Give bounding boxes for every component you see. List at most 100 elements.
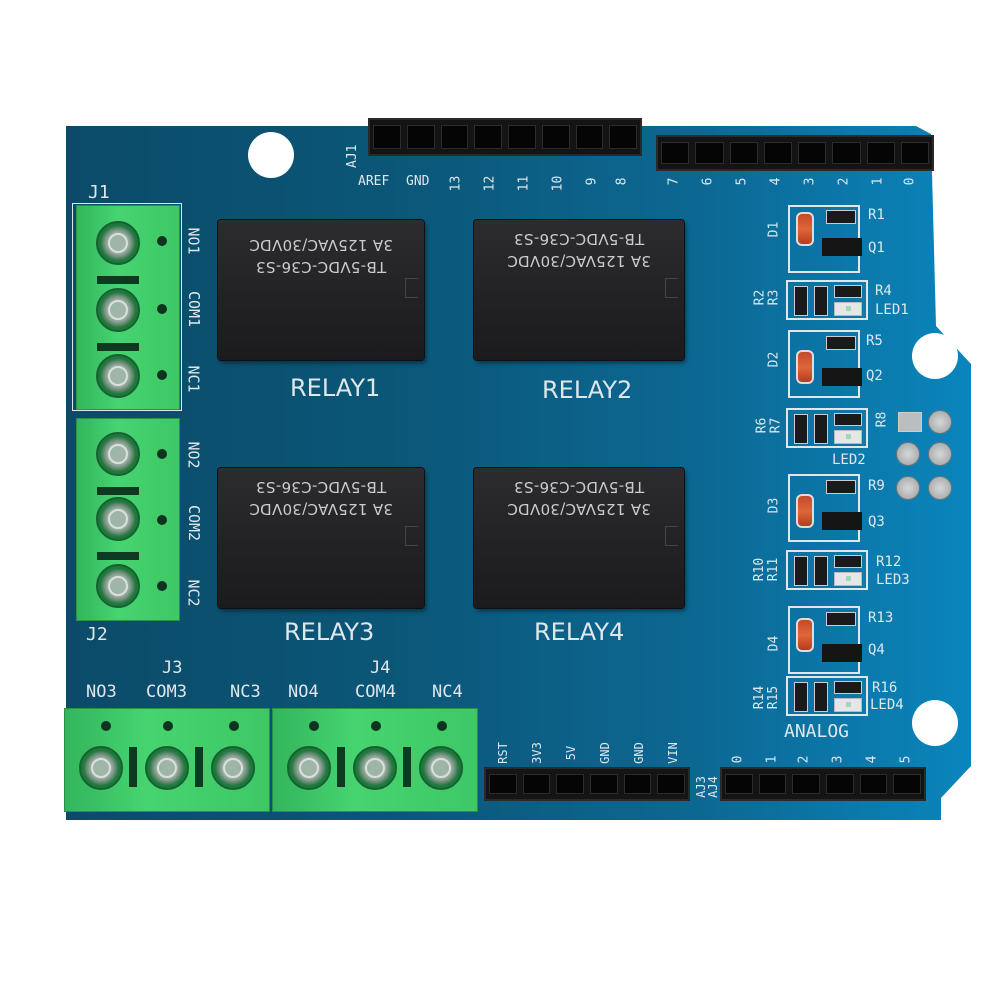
icsp-pin (928, 442, 952, 466)
resistor-label: R13 (868, 610, 894, 626)
terminal-pin-label: NO1 (184, 227, 203, 255)
diode-label: D3 (766, 497, 782, 514)
resistor-r9 (826, 480, 856, 494)
digital-pin-label: 6 (700, 177, 716, 186)
diode-d4 (796, 618, 814, 652)
analog-pin-label: 2 (796, 755, 812, 764)
power-pin-label: GND (631, 742, 646, 764)
resistor-r16 (834, 681, 862, 694)
resistor-label: R4 (875, 283, 892, 299)
power-pin-label: GND (597, 742, 612, 764)
resistor-label: R8 (874, 411, 890, 428)
terminal-label-j2: J2 (86, 624, 108, 645)
resistor-r6 (794, 414, 808, 444)
led-label: LED4 (870, 697, 904, 713)
mounting-hole-right-lower (912, 700, 958, 746)
analog-pin-label: 5 (898, 755, 914, 764)
mounting-hole-top-left (248, 132, 294, 178)
analog-pin-label: 3 (830, 755, 846, 764)
analog-pin-label: 0 (730, 755, 746, 764)
resistor-label: R15 (766, 685, 782, 710)
channel-3-res-outline (786, 550, 868, 590)
channel-2-res-outline (786, 408, 868, 448)
diode-label: D2 (766, 351, 782, 368)
relay-model: 3A 125VAC/30VDC (507, 500, 651, 518)
digital-pin-label: 1 (870, 177, 886, 186)
resistor-label: R10 (752, 557, 768, 582)
icsp-pin (896, 442, 920, 466)
digital-pin-label: AREF (358, 174, 390, 189)
diode-d1 (796, 212, 814, 246)
resistor-label: R6 (754, 417, 770, 434)
resistor-r10 (794, 556, 808, 586)
digital-pin-label: 10 (550, 175, 566, 192)
digital-pin-label: 4 (768, 177, 784, 186)
resistor-r2 (794, 286, 808, 316)
digital-pin-label: 7 (666, 177, 682, 186)
j1-outline (72, 203, 182, 411)
terminal-pin-label: COM4 (355, 682, 396, 702)
power-header (484, 767, 690, 801)
resistor-label: R1 (868, 207, 885, 223)
icsp-pad (898, 412, 922, 432)
terminal-pin-label: COM2 (185, 504, 204, 542)
relay-model: TB-5VDC-C36-S3 (255, 258, 387, 276)
relay-3: TB-5VDC-C36-S3 3A 125VAC/30VDC (218, 468, 424, 608)
relay-rating: 3A 125VAC/30VDC (249, 236, 393, 254)
terminal-pin-label: NC1 (184, 365, 203, 393)
terminal-block-j3 (64, 708, 270, 812)
power-pin-label: 5V (564, 745, 579, 761)
resistor-r8 (834, 413, 862, 426)
channel-1-res-outline (786, 280, 868, 320)
header-label-aj1: AJ1 (345, 144, 360, 168)
digital-pin-label: 0 (902, 177, 918, 186)
digital-header-right (656, 135, 934, 171)
resistor-label: R2 (752, 289, 768, 306)
channel-4-res-outline (786, 676, 868, 716)
relay-rating: TB-5VDC-C36-S3 (513, 230, 645, 248)
digital-pin-label: 13 (448, 175, 464, 192)
transistor-q4 (822, 644, 862, 662)
analog-pin-label: 1 (764, 755, 780, 764)
led-3 (834, 572, 862, 586)
terminal-label-j1: J1 (88, 182, 110, 203)
relay-model: 3A 125VAC/30VDC (249, 500, 393, 518)
analog-title: ANALOG (784, 721, 850, 742)
relay-2: TB-5VDC-C36-S3 3A 125VAC/30VDC (474, 220, 684, 360)
diode-d2 (796, 350, 814, 384)
analog-pin-label: 4 (864, 755, 880, 764)
resistor-r4 (834, 285, 862, 298)
transistor-label: Q2 (866, 368, 883, 384)
channel-2-outline (788, 330, 860, 398)
resistor-label: R7 (768, 417, 784, 434)
resistor-r14 (794, 682, 808, 712)
resistor-r13 (826, 612, 856, 626)
resistor-r5 (826, 336, 856, 350)
led-1 (834, 302, 862, 316)
channel-4-outline (788, 606, 860, 674)
terminal-block-j4 (272, 708, 478, 812)
digital-pin-label: 2 (836, 177, 852, 186)
icsp-pin (928, 410, 952, 434)
terminal-pin-label: COM1 (185, 290, 204, 328)
icsp-pin (928, 476, 952, 500)
relay-4: TB-5VDC-C36-S3 3A 125VAC/30VDC (474, 468, 684, 608)
relay-1: 3A 125VAC/30VDC TB-5VDC-C36-S3 (218, 220, 424, 360)
transistor-label: Q4 (868, 642, 885, 658)
relay-model: 3A 125VAC/30VDC (507, 252, 651, 270)
terminal-pin-label: NO2 (184, 441, 203, 469)
digital-pin-label: 12 (482, 175, 498, 192)
resistor-r12 (834, 555, 862, 568)
led-2 (834, 430, 862, 444)
digital-pin-label: 5 (734, 177, 750, 186)
icsp-pin (896, 476, 920, 500)
diode-d3 (796, 494, 814, 528)
resistor-label: R3 (766, 289, 782, 306)
terminal-pin-label: NC2 (184, 579, 203, 607)
terminal-label-j3: J3 (162, 658, 183, 678)
terminal-pin-label: NC3 (230, 682, 261, 702)
transistor-label: Q3 (868, 514, 885, 530)
led-4 (834, 698, 862, 712)
resistor-r15 (814, 682, 828, 712)
digital-pin-label: 9 (584, 177, 600, 186)
